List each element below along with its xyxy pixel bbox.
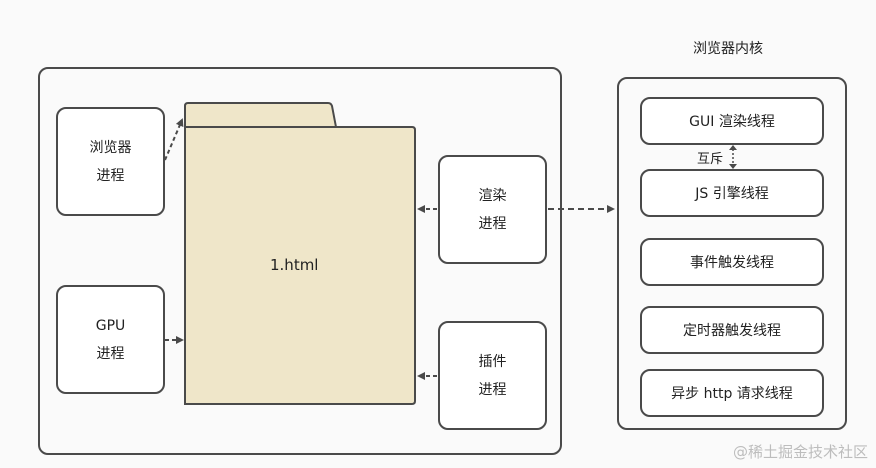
- plugin-process-label-line1: 插件: [478, 353, 507, 370]
- mutex-label: 互斥: [697, 152, 724, 167]
- browser-process-label-line1: 浏览器: [89, 139, 132, 156]
- event-trigger-thread: 事件触发线程: [640, 238, 824, 286]
- gpu-process-box: GPU 进程: [56, 285, 165, 394]
- async-http-thread: 异步 http 请求线程: [640, 369, 824, 417]
- mutex-arrow-up: [729, 145, 737, 150]
- kernel-title: 浏览器内核: [693, 41, 763, 57]
- document-label: 1.html: [270, 256, 319, 274]
- plugin-process-box: 插件 进程: [438, 321, 547, 430]
- plugin-process-label-line2: 进程: [478, 381, 507, 398]
- browser-process-label-line2: 进程: [96, 167, 125, 184]
- arrow-browser-to-doc: [164, 118, 184, 161]
- renderer-process-label-line2: 进程: [478, 215, 507, 232]
- gui-render-thread: GUI 渲染线程: [640, 97, 824, 145]
- js-engine-thread: JS 引擎线程: [640, 169, 824, 217]
- mutex-arrow-down: [729, 164, 737, 169]
- gpu-process-label-line2: 进程: [96, 345, 125, 362]
- renderer-process-label-line1: 渲染: [478, 187, 507, 204]
- gpu-process-label-line1: GPU: [95, 317, 126, 334]
- watermark: @稀土掘金技术社区: [732, 443, 868, 461]
- renderer-process-box: 渲染 进程: [438, 155, 547, 264]
- browser-process-box: 浏览器 进程: [56, 107, 165, 216]
- timer-trigger-thread: 定时器触发线程: [640, 306, 824, 354]
